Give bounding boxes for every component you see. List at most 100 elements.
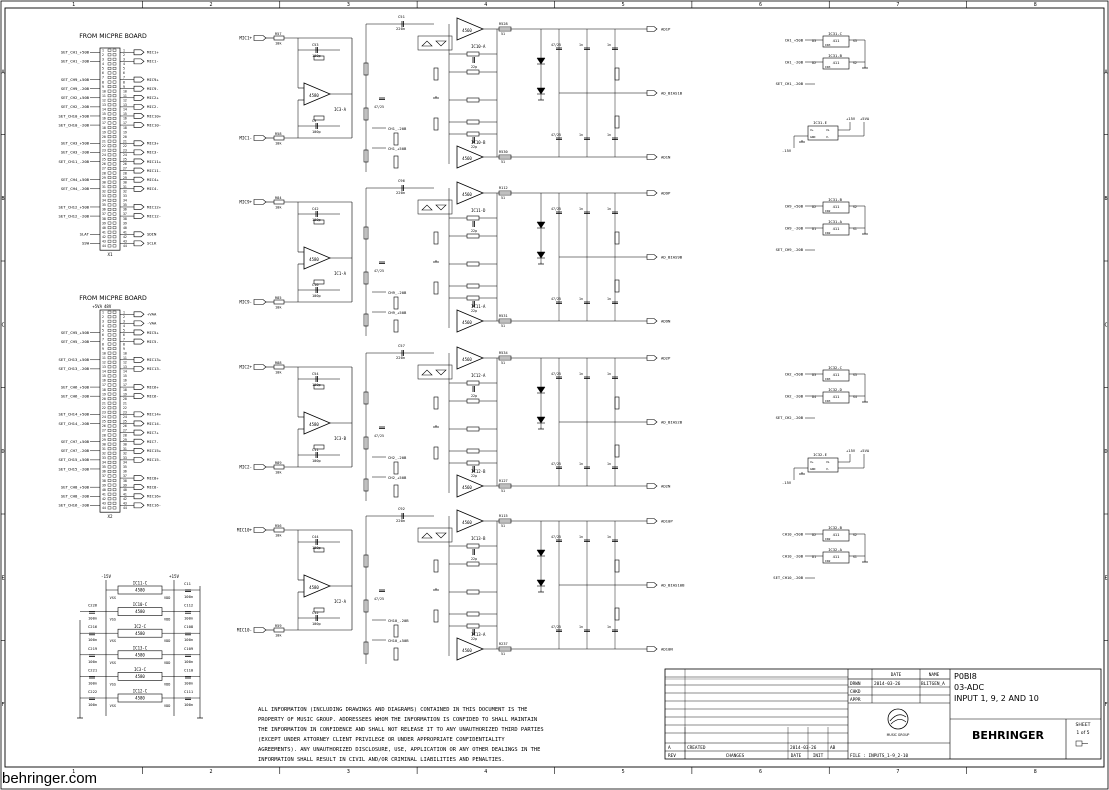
- connector-right-signal: MIC5-: [147, 339, 159, 344]
- switch-ic-ref: IC32-C: [828, 365, 842, 370]
- grid-column-label: 5: [622, 2, 625, 8]
- connector-signal-flag: [133, 185, 145, 192]
- output-flag: [646, 318, 658, 324]
- output-resistor-value: 51: [501, 361, 505, 365]
- switch-signal-label: CH1_-20B: [785, 59, 804, 64]
- output-flag: [646, 483, 658, 489]
- connector-pin-number: 15: [123, 112, 127, 116]
- channel-switch-tap: CH2_+50B: [388, 475, 407, 480]
- supply-rail-negative: -15V: [782, 148, 792, 153]
- revision-date: 2014-03-26: [790, 745, 817, 751]
- connector-pin-number: 10: [102, 89, 106, 93]
- connector-signal-flag: [133, 475, 145, 481]
- connector-pin: [107, 157, 112, 161]
- connector-pin-number: 5: [102, 329, 104, 333]
- grid-row-label: C: [1104, 322, 1107, 328]
- opamp-part-number: 4580: [135, 696, 145, 701]
- channel-output-label: AD10N: [661, 646, 673, 651]
- feedback-cap-name: C11: [312, 448, 319, 452]
- connector-pin-number: 14: [102, 108, 106, 112]
- connector-pin: [112, 342, 117, 346]
- filter-cap: [584, 137, 590, 141]
- connector-pin-number: 29: [102, 176, 106, 180]
- filter-cap: [612, 211, 618, 215]
- connector-pin: [107, 474, 112, 478]
- connector-pin-number: 38: [102, 479, 106, 483]
- switch-part: 411: [833, 60, 841, 65]
- output-resistor-value: 51: [501, 160, 505, 164]
- connector-signal-flag: [133, 149, 145, 156]
- connector-right-signal: MIC6+: [147, 384, 159, 389]
- connector-pin: [107, 415, 112, 419]
- filter-cap: [584, 466, 590, 470]
- music-group-logo: [890, 719, 907, 725]
- connector-pin: [112, 379, 117, 382]
- connector-signal-flag: [133, 438, 145, 445]
- feedback-cap: [472, 466, 476, 472]
- decoupling-cap: [185, 589, 191, 592]
- supply-pin: VL: [826, 128, 830, 132]
- connector-left-signal: SET_CH9_-20B: [61, 86, 90, 91]
- diff-opamp-top: [456, 181, 485, 205]
- connector-right-signal: MIC11-: [147, 168, 161, 173]
- grid-column-label: 3: [347, 769, 350, 775]
- connector-pin: [107, 333, 112, 337]
- switch-signal-label: SET_CH2_-20B: [776, 415, 804, 420]
- connector-pin-number: 24: [102, 415, 106, 419]
- grid-row-label: A: [1, 69, 4, 75]
- ground-symbol: [862, 66, 868, 69]
- supply-pin-vss: VSS: [110, 618, 116, 622]
- connector-pin: [112, 347, 117, 350]
- connector-pin-number: 7: [102, 338, 104, 342]
- filter-cap-value: 1n: [579, 297, 583, 301]
- connector-pin: [112, 130, 117, 134]
- grid-row-label: D: [1104, 449, 1107, 455]
- decoupling-cap-name: C221: [88, 667, 98, 672]
- connector-pin: [107, 488, 112, 492]
- bias-resistor: [433, 559, 439, 573]
- connector-left-signal: SET_CH2_-20B: [61, 104, 90, 109]
- input-resistor: [273, 464, 285, 470]
- connector-left-signal: SET_CH9_+50B: [61, 77, 90, 82]
- connector-pin-number: 6: [102, 71, 104, 75]
- filter-cap-value: 1n: [607, 43, 611, 47]
- switch-part: 411: [833, 532, 841, 537]
- connector-pin: [107, 483, 112, 487]
- channel-output-label: AD1N: [661, 154, 671, 159]
- connector-pin: [107, 117, 112, 120]
- filter-cap-value: 1n: [607, 535, 611, 539]
- decoupling-cap-value: 100n: [184, 680, 193, 685]
- switch-pin-label: D3: [812, 39, 816, 43]
- switch-body: [822, 391, 850, 404]
- connector-pin-number: 38: [123, 217, 127, 221]
- connector-pin-number: 15: [123, 374, 127, 378]
- footer-website[interactable]: behringer.com: [2, 770, 98, 787]
- supply-pin: V+: [810, 128, 814, 132]
- filter-cap-value: 47/25: [551, 372, 561, 376]
- connector-pin: [107, 62, 112, 66]
- ground-symbol: [433, 425, 439, 428]
- connector-pin: [107, 112, 112, 116]
- connector-right-signal: MIC10-: [147, 122, 161, 127]
- connector-pin-number: 25: [123, 158, 127, 162]
- connector-pin-number: 18: [123, 126, 127, 130]
- notice-line: INFORMATION SHALL RESULT IN CIVIL AND/OR…: [258, 757, 505, 763]
- filter-cap: [612, 466, 618, 470]
- switch-signal-label: CH1_+50B: [785, 37, 804, 42]
- supply-ic-body: [807, 457, 839, 473]
- feedback-cap: [315, 615, 319, 621]
- connector-pin-number: 35: [102, 203, 106, 207]
- output-resistor: [498, 646, 512, 652]
- diff-opamp-ref: IC13-B: [471, 536, 486, 541]
- connector-left-signal: SET_CH14_+50B: [59, 412, 90, 417]
- connector-pin: [112, 360, 117, 364]
- connector-pin-number: 26: [123, 424, 127, 428]
- connector-pin-number: 1: [102, 48, 104, 52]
- output-bias-resistor: [614, 115, 620, 129]
- connector-pin-number: 20: [102, 135, 106, 139]
- connector-pin-number: 34: [123, 199, 127, 203]
- feedback-cap-value: 100p: [312, 130, 321, 134]
